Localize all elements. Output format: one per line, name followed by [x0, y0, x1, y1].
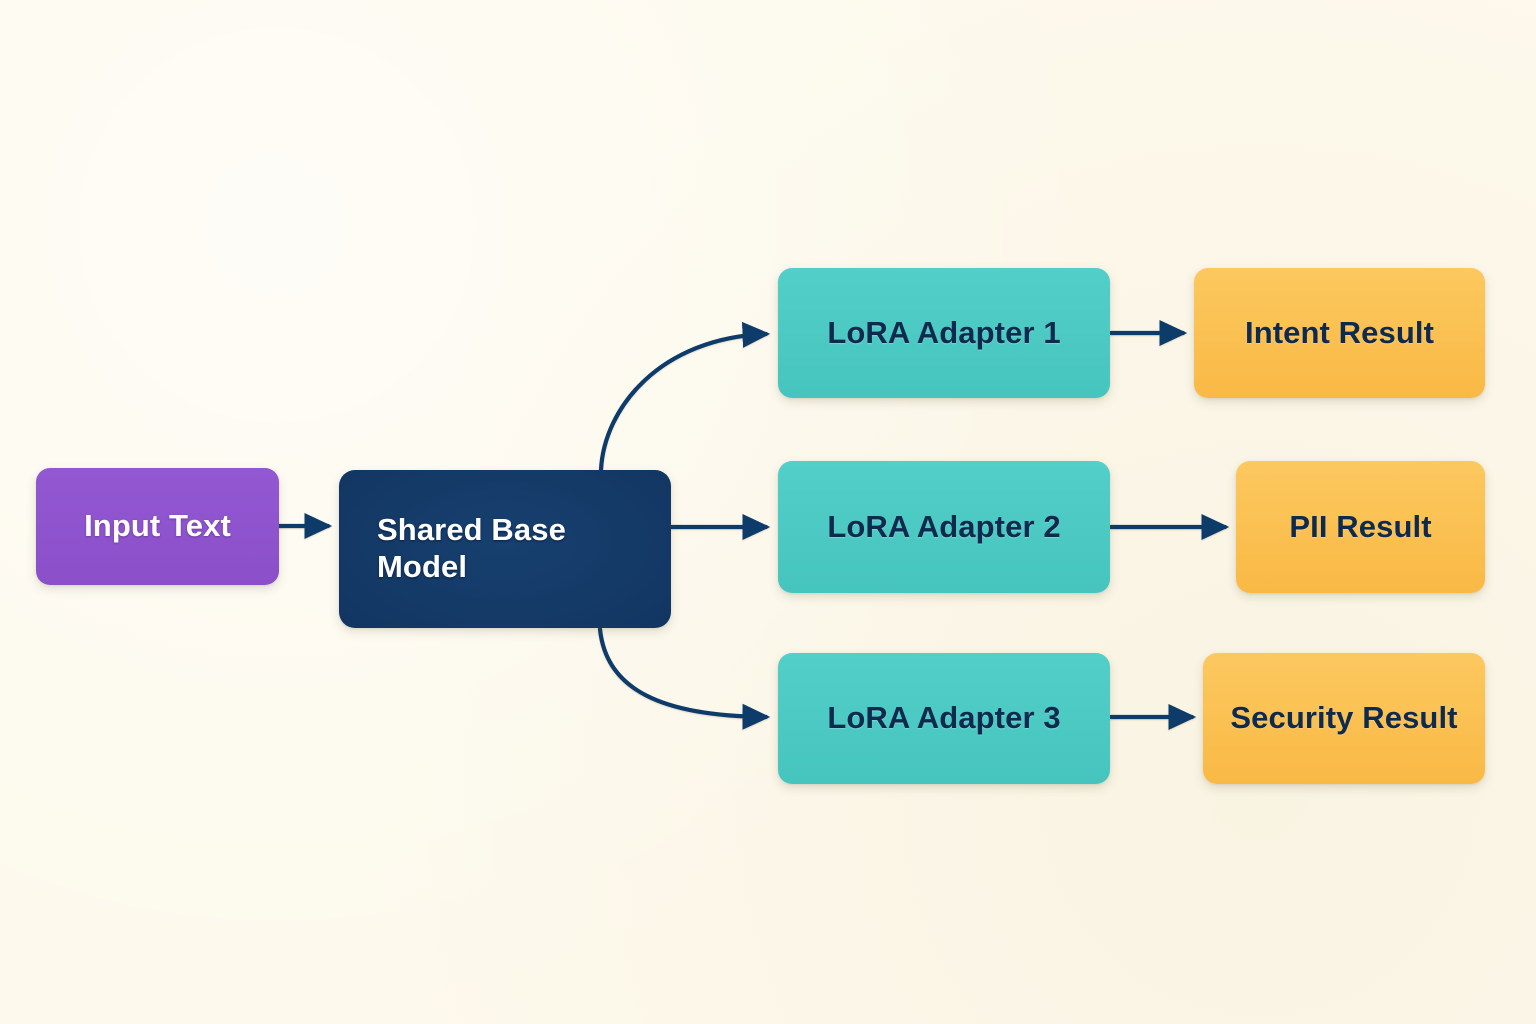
node-security-result-label: Security Result: [1230, 700, 1458, 736]
node-shared-base-model-label: Shared Base Model: [377, 512, 633, 585]
edge-base-to-adapter-3: [597, 626, 771, 730]
edge-base-to-adapter-1: [598, 321, 771, 473]
node-shared-base-model-line1: Shared Base: [377, 512, 566, 548]
node-lora-adapter-1[interactable]: LoRA Adapter 1: [778, 268, 1110, 398]
node-pii-result[interactable]: PII Result: [1236, 461, 1485, 593]
node-input-text[interactable]: Input Text: [36, 468, 279, 585]
node-lora-adapter-3-label: LoRA Adapter 3: [827, 700, 1061, 736]
node-lora-adapter-1-label: LoRA Adapter 1: [827, 314, 1061, 350]
node-security-result[interactable]: Security Result: [1203, 653, 1485, 784]
node-shared-base-model-line2: Model: [377, 549, 468, 584]
node-intent-result[interactable]: Intent Result: [1194, 268, 1485, 398]
node-shared-base-model[interactable]: Shared Base Model: [339, 470, 671, 628]
node-intent-result-label: Intent Result: [1244, 314, 1435, 350]
node-lora-adapter-3[interactable]: LoRA Adapter 3: [778, 653, 1110, 784]
node-lora-adapter-2-label: LoRA Adapter 2: [827, 508, 1061, 544]
node-pii-result-label: PII Result: [1289, 508, 1432, 544]
node-input-text-label: Input Text: [84, 508, 231, 544]
node-lora-adapter-2[interactable]: LoRA Adapter 2: [778, 461, 1110, 593]
